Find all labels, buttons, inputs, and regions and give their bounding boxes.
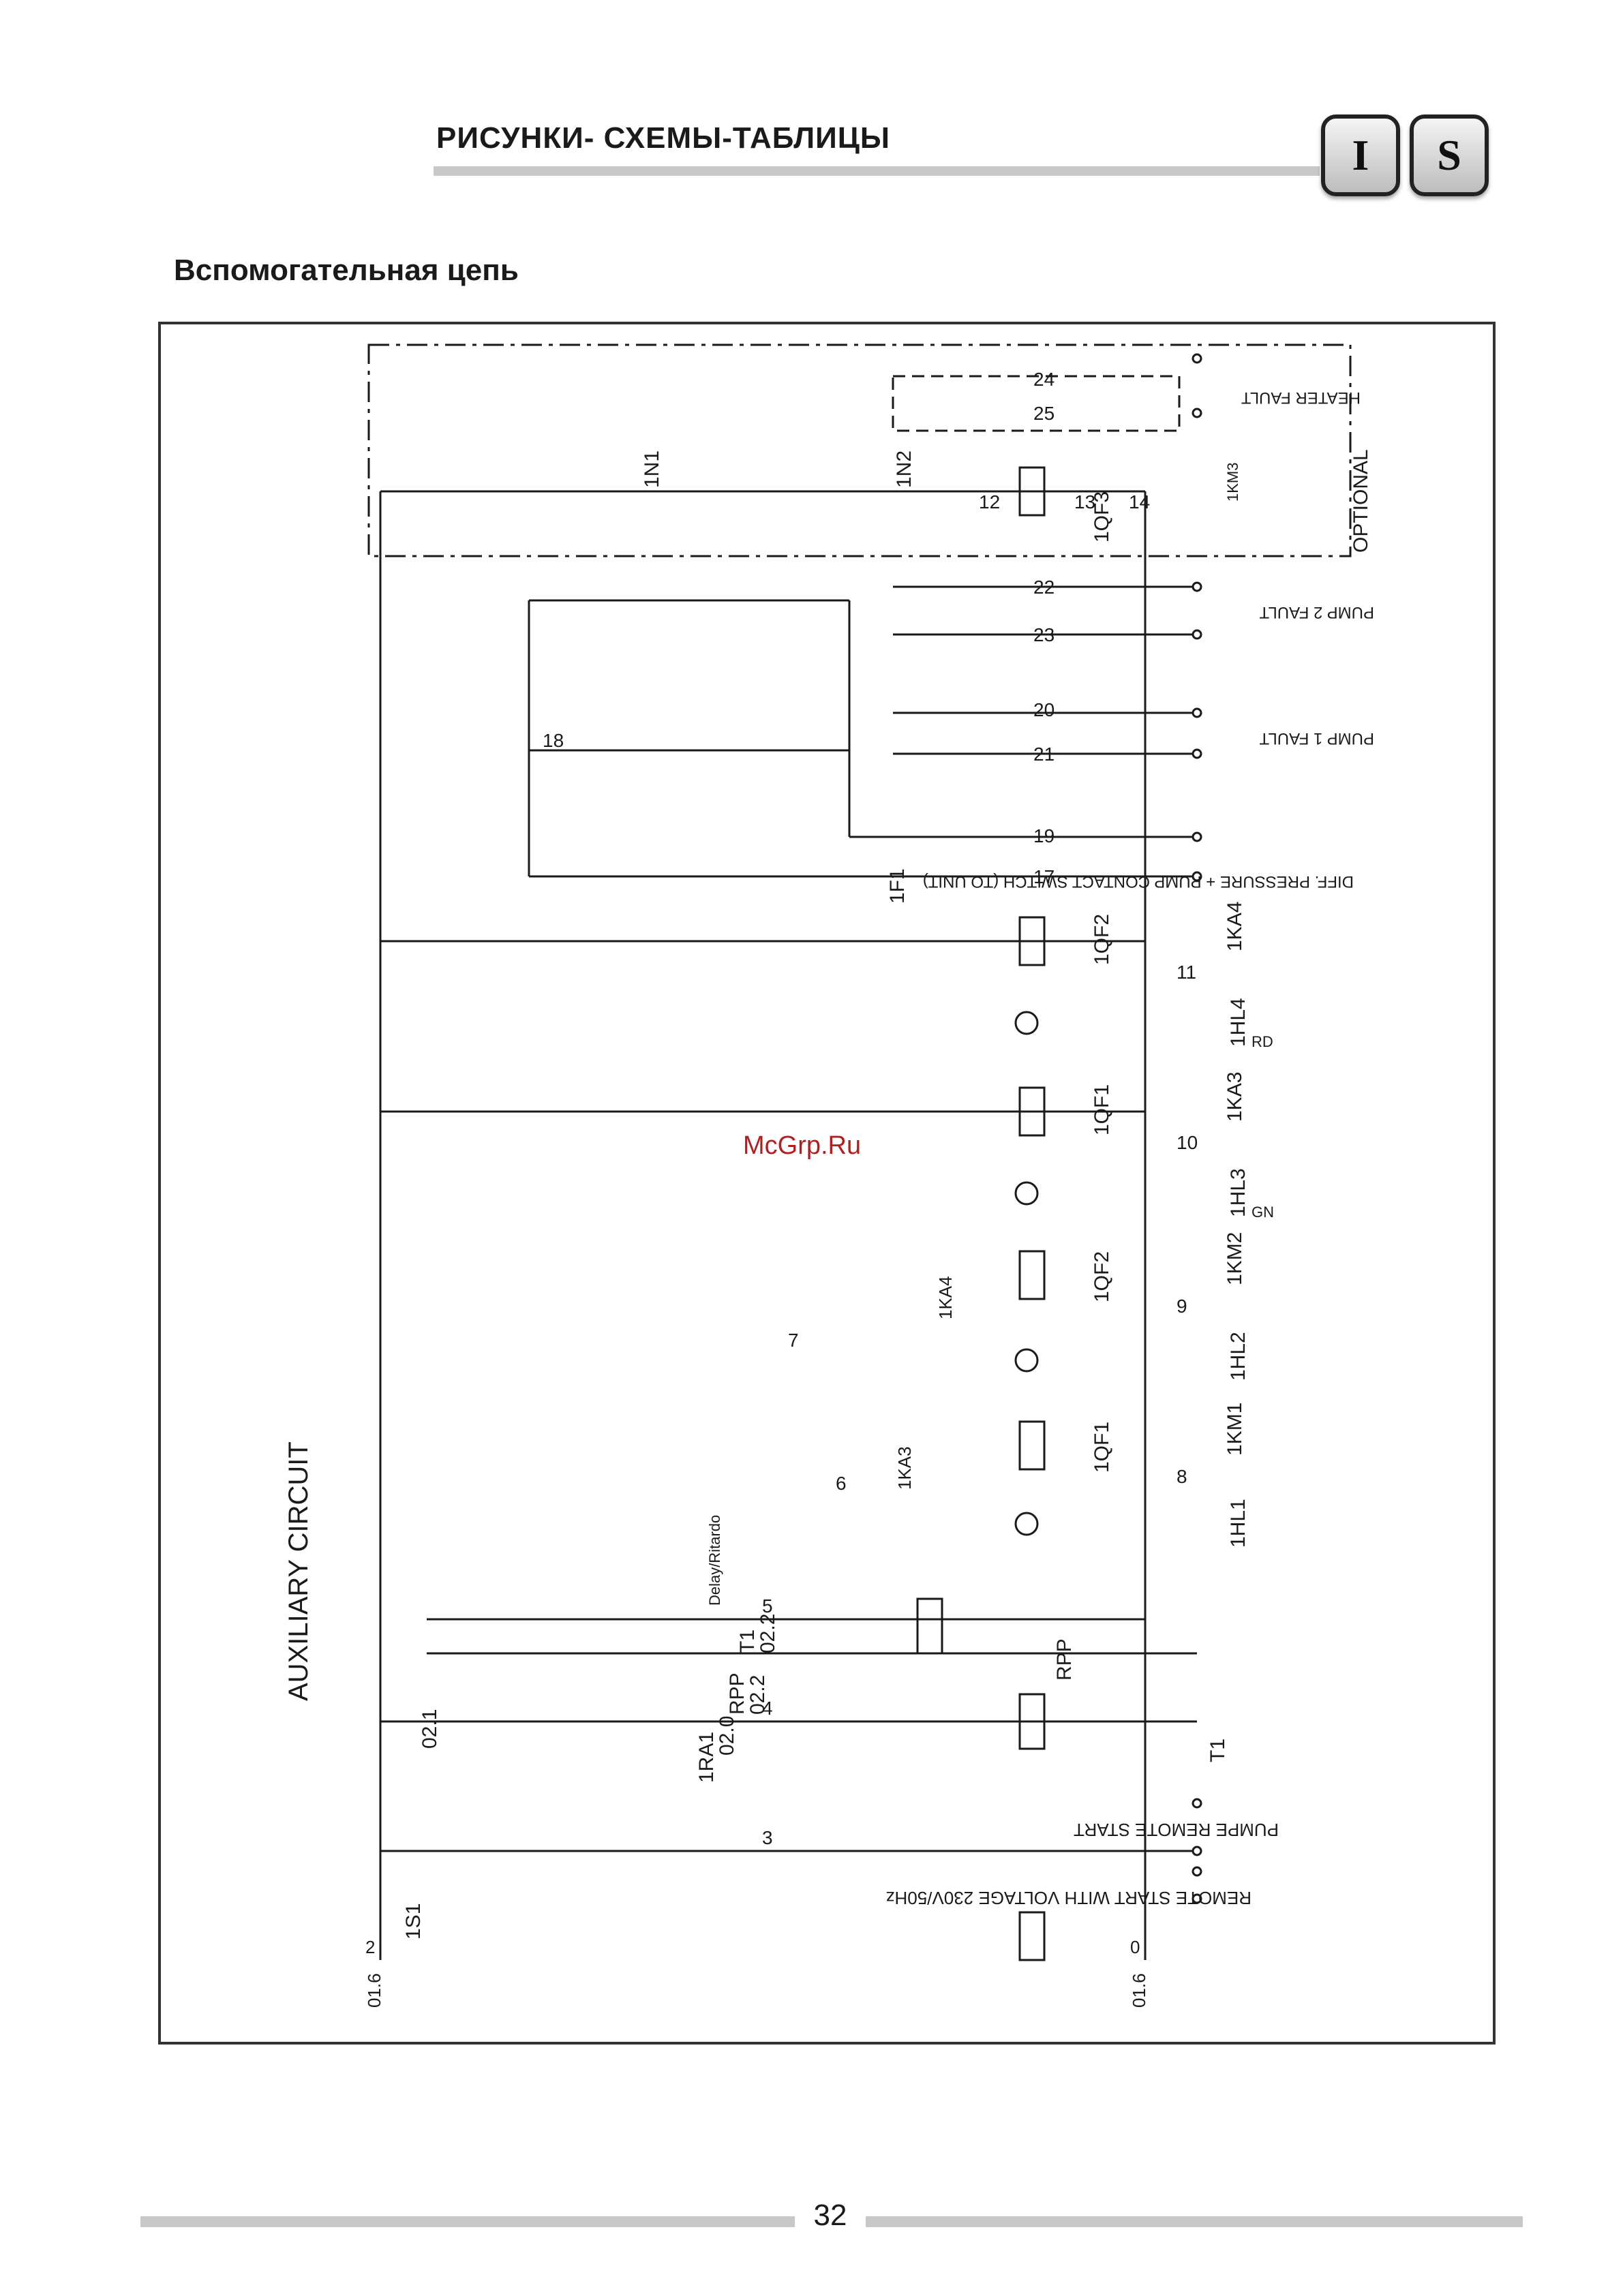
wire-25: 25 (1033, 403, 1055, 424)
wire-21: 21 (1033, 744, 1055, 765)
ka4-coil (1018, 916, 1046, 966)
wire-14: 14 (1129, 491, 1150, 512)
svg-text:REMOTE START WITH VOLTAGE 230V: REMOTE START WITH VOLTAGE 230V/50Hz (886, 1888, 1252, 1908)
t1-coil (1018, 1693, 1046, 1750)
left-rail-ref: 01.6 (364, 1973, 384, 2008)
ra1-coil (1018, 1911, 1046, 1961)
wire-17: 17 (1033, 866, 1055, 887)
wire-22: 22 (1033, 577, 1055, 598)
diagram-frame (158, 322, 1496, 2045)
diff-pressure-signal: DIFF. PRESSURE + PUMP CONTACT SWITCH (TO… (923, 872, 1354, 891)
wire-18: 18 (543, 730, 564, 751)
km1-label: 1KM1 (1224, 1403, 1246, 1456)
wire-11: 11 (1177, 962, 1196, 983)
ka4-label: 1KA4 (1224, 902, 1246, 951)
rd-label: RD (1252, 1033, 1273, 1050)
t1-contact-label: T1 (736, 1629, 759, 1653)
qf2-label: 1QF2 (1091, 1251, 1113, 1302)
hl4-label: 1HL4 (1227, 998, 1249, 1047)
wire-numbers: 3 4 5 6 7 8 9 10 11 12 13 14 17 18 19 20… (543, 369, 1198, 1848)
component-labels: 1S1 02.1 1RA1 02.0 T1 T1 02.2 RPP RPP 02… (402, 450, 1274, 1940)
wire-12: 12 (979, 491, 1000, 512)
f1-label: 1F1 (886, 868, 909, 904)
ka3-label: 1KA3 (1224, 1072, 1246, 1122)
wire-4: 4 (762, 1698, 773, 1719)
ra1-label: 1RA1 (695, 1732, 718, 1783)
pump2-fault-signal: PUMP 2 FAULT (1259, 603, 1374, 622)
heater-box (892, 375, 1181, 432)
pumpe-remote-signal: PUMPE REMOTE START (1074, 1820, 1279, 1840)
footer-divider-right (866, 2216, 1523, 2227)
watermark: McGrp.Ru (743, 1131, 862, 1160)
km3-coil (1018, 466, 1046, 517)
wire-7: 7 (788, 1330, 799, 1351)
qf2-b-label: 1QF2 (1091, 914, 1113, 965)
km2-label: 1KM2 (1224, 1232, 1246, 1285)
page-header-title: РИСУНКИ- СХЕМЫ-ТАБЛИЦЫ (436, 121, 890, 155)
ra1-ref-label: 02.0 (716, 1716, 738, 1756)
n1-label: 1N1 (641, 450, 663, 488)
hl3-lamp (1014, 1181, 1039, 1206)
s1-label: 1S1 (402, 1903, 425, 1940)
wire-23: 23 (1033, 624, 1055, 645)
wire-20: 20 (1033, 699, 1055, 720)
header-divider (434, 166, 1320, 176)
s1-ref-label: 02.1 (419, 1709, 441, 1749)
hl1-label: 1HL1 (1227, 1499, 1249, 1548)
qf3-label: 1QF3 (1091, 491, 1113, 542)
heater-fault-signal: HEATER FAULT (1241, 388, 1361, 407)
wire-24: 24 (1033, 369, 1055, 390)
wire-6: 6 (836, 1473, 847, 1494)
remote-start-signal: REMOTE START WITH VOLTAGE 230V/50Hz (886, 1888, 1252, 1908)
optional-box (367, 343, 1352, 557)
t1-label: T1 (1207, 1739, 1229, 1762)
pump1-fault-signal: PUMP 1 FAULT (1259, 729, 1374, 748)
logo-badge-i: I (1321, 114, 1400, 196)
ka4-contact-label: 1KA4 (935, 1276, 956, 1319)
rpp-contact-label: RPP (726, 1672, 748, 1715)
km3-label: 1KM3 (1224, 463, 1241, 502)
section-title: Вспомогательная цепь (174, 254, 519, 287)
left-rail-wire: 2 (365, 1937, 375, 1957)
wire-5: 5 (762, 1595, 773, 1617)
rpp-coil (916, 1597, 943, 1655)
rpp-ref-label: 02.2 (746, 1675, 769, 1715)
wire-8: 8 (1177, 1466, 1187, 1487)
footer-divider-left (140, 2216, 795, 2227)
optional-label: OPTIONAL (1350, 449, 1372, 553)
wire-19: 19 (1033, 825, 1055, 846)
auxiliary-circuit-schematic: AUXILIARY CIRCUIT OPTIONAL 01.6 2 01.6 0… (284, 343, 1374, 2008)
n2-label: 1N2 (893, 450, 915, 488)
qf1-label: 1QF1 (1091, 1422, 1113, 1473)
hl4-lamp (1014, 1011, 1039, 1035)
km1-coil (1018, 1420, 1046, 1471)
t1-delay-label: Delay/Ritardo (706, 1515, 723, 1606)
gn-label: GN (1252, 1204, 1274, 1221)
hl2-lamp (1014, 1348, 1039, 1373)
diagram-title: AUXILIARY CIRCUIT (284, 1441, 314, 1701)
km2-coil (1018, 1250, 1046, 1300)
right-rail-ref: 01.6 (1129, 1973, 1149, 2008)
logo-badge-s: S (1410, 114, 1489, 196)
hl3-label: 1HL3 (1227, 1168, 1249, 1217)
hl2-label: 1HL2 (1227, 1332, 1249, 1381)
wire-10: 10 (1177, 1132, 1198, 1153)
rpp-label: RPP (1053, 1638, 1076, 1681)
wire-9: 9 (1177, 1296, 1187, 1317)
hl1-lamp (1014, 1512, 1039, 1536)
t1-ref-label: 02.2 (757, 1614, 779, 1653)
ka3-coil (1018, 1086, 1046, 1137)
right-rail-wire: 0 (1130, 1937, 1140, 1957)
km1-contact-label: 1KA3 (894, 1446, 915, 1490)
page-number: 32 (813, 2199, 847, 2232)
wire-13: 13 (1074, 491, 1095, 512)
wire-3: 3 (762, 1827, 773, 1848)
qf1-b-label: 1QF1 (1091, 1084, 1113, 1135)
